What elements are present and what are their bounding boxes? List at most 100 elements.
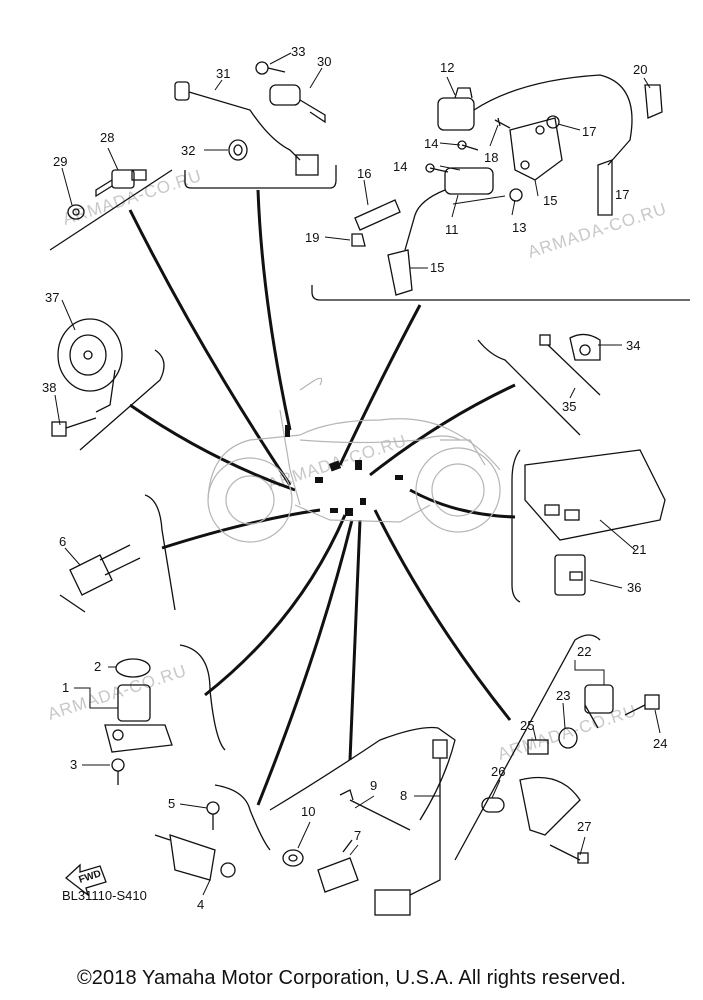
callout-5: 5	[168, 796, 175, 811]
section-borders	[49, 165, 690, 861]
callout-32: 32	[181, 143, 195, 158]
bike-markers	[285, 425, 403, 516]
callout-11: 15	[543, 193, 557, 208]
oring-23	[558, 727, 578, 749]
section-border-4	[214, 784, 271, 851]
callout-36: 36	[627, 580, 641, 595]
bolt-14a	[457, 140, 479, 151]
harness-8	[374, 739, 448, 916]
bolt-3	[111, 758, 125, 785]
callout-35: 35	[562, 399, 576, 414]
oring-2	[115, 658, 151, 678]
callout-17-lower: 13	[512, 220, 526, 235]
callout-6: 6	[59, 534, 66, 549]
coil-12	[437, 74, 633, 166]
callout-13: 11	[445, 222, 459, 237]
callout-15-left: 15	[430, 260, 444, 275]
solenoid-4	[154, 834, 236, 881]
callout-14-upper: 14	[424, 136, 438, 151]
diagram-code: BL31110-S410	[62, 888, 147, 903]
callout-19: 19	[305, 230, 319, 245]
callout-29: 29	[53, 154, 67, 169]
relay-36	[554, 554, 586, 596]
callout-25: 25	[520, 718, 534, 733]
motorcycle-outline	[207, 377, 501, 543]
grommet-32	[228, 139, 248, 161]
washer-10	[282, 849, 304, 867]
callout-4: 4	[197, 897, 204, 912]
section-border-6	[144, 494, 176, 611]
sensor-28	[95, 169, 147, 198]
callout-14-lower: 14	[393, 159, 407, 174]
callout-1: 1	[62, 680, 69, 695]
callout-34: 34	[626, 338, 640, 353]
holder-26	[481, 776, 581, 836]
sensor-1	[104, 684, 173, 753]
callout-28: 28	[100, 130, 114, 145]
horn-37	[57, 318, 123, 413]
callout-12: 12	[440, 60, 454, 75]
callout-27: 27	[577, 819, 591, 834]
leader-4	[256, 519, 354, 806]
leader-lines	[128, 189, 516, 806]
callout-37: 37	[45, 290, 59, 305]
bolt-14b	[425, 163, 449, 173]
washer-29	[67, 204, 85, 220]
clamp-19	[351, 233, 366, 247]
callout-7: 7	[354, 828, 361, 843]
callout-26: 26	[491, 764, 505, 779]
ecu-21	[524, 449, 666, 541]
leader-22	[373, 509, 512, 721]
switch-6	[59, 544, 141, 613]
harness-31	[174, 81, 319, 176]
copyright-notice: ©2018 Yamaha Motor Corporation, U.S.A. A…	[76, 967, 627, 989]
cap-15a	[597, 159, 613, 216]
bushing-17b	[509, 188, 523, 202]
leader-1	[204, 514, 347, 697]
callout-30: 30	[317, 54, 331, 69]
callout-numbers: 33 30 31 12 20 28 29 32 16 14 14 18 17 1…	[42, 44, 667, 912]
clip-20	[644, 84, 663, 119]
callout-15-right: 17	[615, 187, 629, 202]
callout-2: 2	[94, 659, 101, 674]
fwd-arrow-icon: FWD	[64, 863, 107, 897]
section-border-37	[79, 349, 165, 451]
section-border-1	[179, 644, 226, 751]
section-border-21	[511, 449, 521, 603]
leader-31	[256, 189, 292, 431]
tie-35	[539, 334, 601, 396]
leader-28	[128, 209, 292, 486]
leader-21	[409, 488, 516, 519]
sensor-30	[269, 84, 326, 124]
bolt-24	[624, 694, 660, 716]
section-border-7	[269, 726, 456, 821]
section-border-34	[477, 339, 581, 436]
leader-7	[348, 519, 362, 761]
sensor-7	[317, 839, 359, 893]
callout-8: 8	[400, 788, 407, 803]
callout-16: 16	[357, 166, 371, 181]
callout-24: 24	[653, 736, 667, 751]
section-border-28	[49, 169, 173, 251]
tube-16	[354, 199, 401, 231]
callout-3: 3	[70, 757, 77, 772]
bolt-18	[494, 117, 511, 129]
callout-22: 22	[577, 644, 591, 659]
sensor-25	[527, 739, 549, 755]
section-border-22	[454, 634, 601, 861]
callout-21: 21	[632, 542, 646, 557]
watermark-text: ARMADA-CO.RU	[495, 701, 639, 764]
bolt-27	[549, 844, 589, 864]
cap-15b	[387, 249, 413, 296]
watermark-text: ARMADA-CO.RU	[525, 199, 669, 262]
bolt-33	[255, 61, 286, 75]
bolt-38	[51, 417, 97, 437]
callout-10: 10	[301, 804, 315, 819]
sensor-22	[584, 684, 614, 729]
section-border-31	[184, 165, 337, 189]
callout-38: 38	[42, 380, 56, 395]
clamp-34	[569, 333, 601, 361]
callout-23: 23	[556, 688, 570, 703]
